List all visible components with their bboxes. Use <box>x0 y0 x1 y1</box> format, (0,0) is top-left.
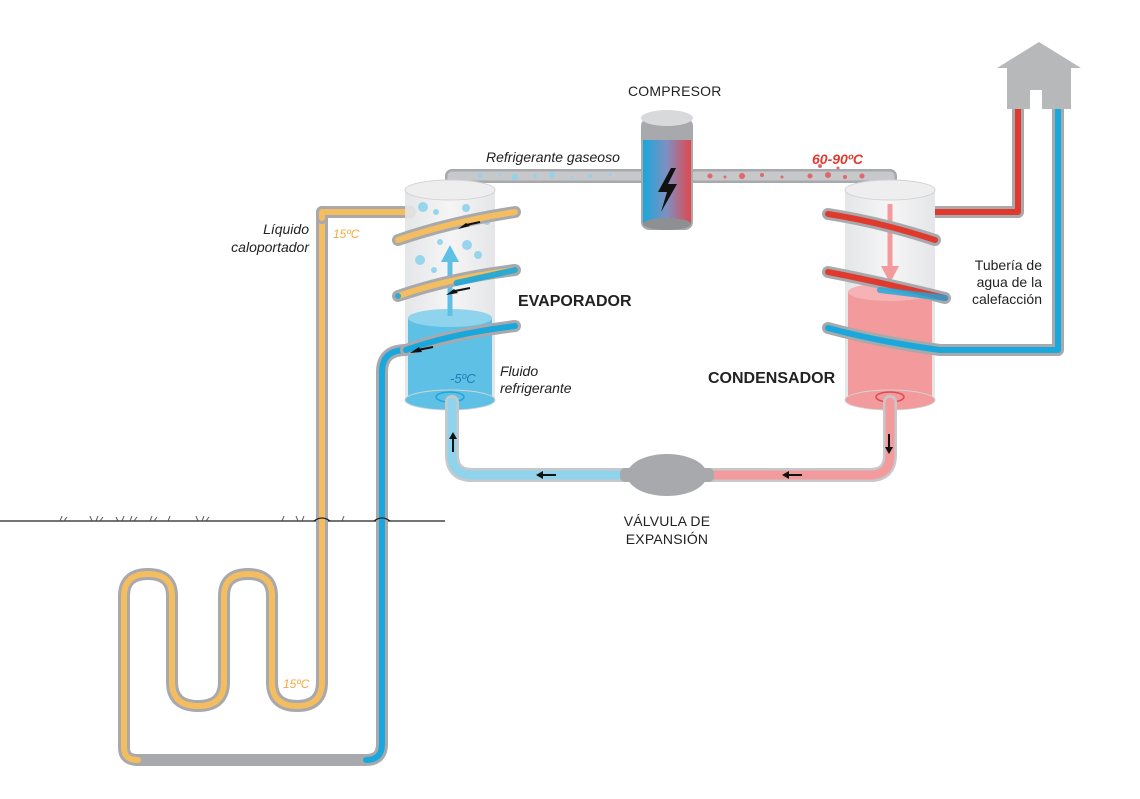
expansion-valve-label-1: VÁLVULA DE <box>624 513 711 529</box>
ground-temp-bottom-label: 15ºC <box>283 677 310 691</box>
condenser <box>822 179 951 411</box>
refrigerant-fluid-label-1: Fluido <box>500 363 538 379</box>
cold-temperature-label: -5ºC <box>450 371 476 386</box>
flow-arrow-icon <box>410 221 481 353</box>
compressor <box>641 110 693 230</box>
carrier-fluid-label-1: Líquido <box>263 221 309 237</box>
flow-arrow-icon <box>449 432 893 479</box>
expansion-valve <box>620 454 714 496</box>
lightning-icon <box>658 168 677 212</box>
evaporator-label: EVAPORADOR <box>518 293 632 310</box>
heating-pipe-label-2: agua de la <box>977 274 1043 290</box>
compressor-label: COMPRESOR <box>628 83 722 99</box>
condenser-label: CONDENSADOR <box>708 370 836 387</box>
heating-pipe-label-1: Tubería de <box>975 257 1042 273</box>
gas-refrigerant-label: Refrigerante gaseoso <box>486 149 620 165</box>
liquid-line-pipe <box>445 395 897 482</box>
carrier-fluid-label-2: caloportador <box>231 239 310 255</box>
ground-surface <box>0 515 445 522</box>
heating-pipe-label-3: calefacción <box>972 291 1042 307</box>
evaporator <box>392 179 521 411</box>
ground-temp-top-label: 15ºC <box>333 227 360 241</box>
ground-loop-pipe <box>118 206 416 766</box>
heating-water-pipes <box>935 108 1064 356</box>
refrigerant-fluid-label-2: refrigerante <box>500 380 572 396</box>
house-icon <box>997 42 1081 109</box>
hot-temperature-label: 60-90ºC <box>812 151 864 167</box>
expansion-valve-label-2: EXPANSIÓN <box>626 531 708 547</box>
